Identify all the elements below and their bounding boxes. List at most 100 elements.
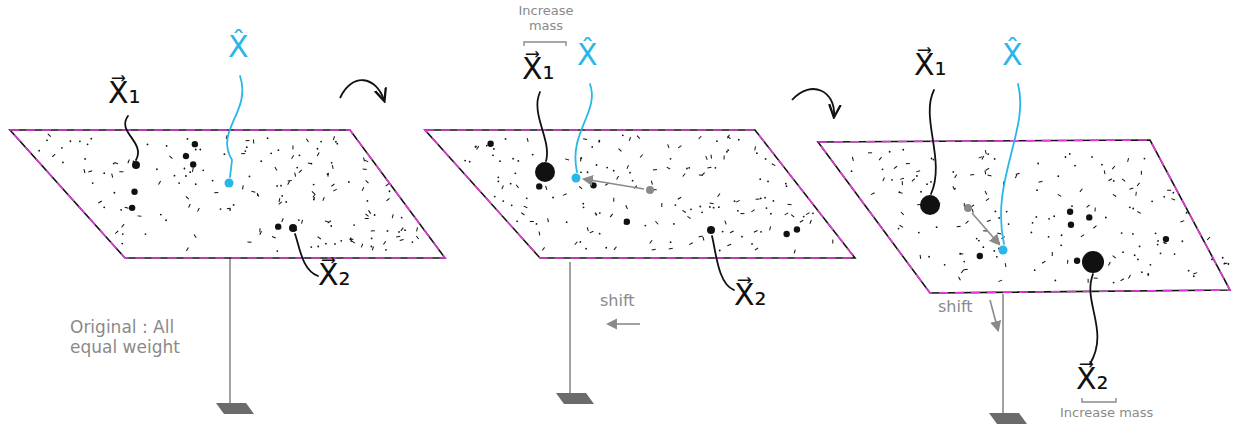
speck: [882, 168, 884, 170]
speck: [178, 182, 180, 184]
speck: [227, 208, 231, 210]
speck: [192, 141, 198, 147]
speck: [622, 134, 624, 136]
speck: [993, 250, 995, 252]
speck: [979, 157, 983, 158]
speck: [1032, 222, 1034, 224]
drawing-part: [818, 140, 1230, 293]
speck: [582, 203, 584, 205]
speck: [902, 181, 903, 185]
drawing-part: [608, 323, 640, 325]
speck: [299, 154, 301, 156]
speck: [325, 221, 329, 222]
speck: [987, 220, 991, 221]
speck: [38, 150, 40, 152]
speck: [392, 214, 394, 218]
speck: [644, 225, 646, 227]
speck: [1042, 261, 1045, 263]
speck: [617, 176, 619, 179]
speck: [389, 190, 391, 192]
speck: [714, 167, 716, 169]
speck: [469, 161, 471, 163]
speck: [851, 170, 853, 172]
speck: [683, 174, 686, 177]
speck: [160, 214, 162, 216]
speck: [475, 146, 477, 148]
speck: [889, 151, 891, 153]
speck: [760, 198, 762, 200]
speck: [1228, 263, 1230, 265]
speck: [1163, 196, 1165, 198]
speck: [229, 209, 231, 211]
speck: [83, 169, 85, 173]
speck: [368, 210, 370, 213]
speck: [701, 211, 703, 213]
speck: [590, 231, 594, 233]
speck: [667, 167, 670, 169]
speck: [497, 180, 499, 182]
speck: [1048, 218, 1050, 220]
speck: [1105, 217, 1107, 219]
speck: [493, 148, 495, 150]
drawing-part: [990, 300, 998, 330]
speck: [214, 192, 218, 193]
speck: [655, 221, 658, 224]
note-text: Increase mass: [1060, 406, 1153, 421]
speck: [247, 241, 251, 242]
speck: [313, 184, 315, 186]
speck: [955, 174, 957, 177]
speck: [985, 150, 986, 154]
speck: [978, 240, 980, 242]
mean-label: X̂: [228, 30, 249, 65]
speck: [1121, 232, 1123, 234]
speck: [98, 201, 101, 203]
speck: [651, 181, 652, 185]
speck: [88, 171, 92, 172]
speck: [260, 160, 262, 162]
speck: [512, 158, 514, 160]
drawing-part: [216, 403, 254, 414]
speck: [257, 193, 259, 197]
speck: [137, 215, 141, 216]
speck: [724, 155, 725, 159]
speck: [1122, 251, 1124, 253]
speck: [1101, 164, 1103, 166]
speck: [241, 153, 245, 154]
speck: [806, 213, 809, 215]
speck: [1071, 205, 1073, 207]
speck: [1087, 205, 1090, 208]
speck: [325, 243, 327, 245]
speck: [682, 210, 685, 212]
drawing-part: [289, 224, 297, 232]
speck: [79, 140, 81, 142]
speck: [580, 157, 581, 161]
speck: [629, 172, 631, 174]
speck: [301, 220, 303, 224]
speck: [579, 241, 581, 243]
speck: [320, 141, 322, 143]
speck: [527, 138, 529, 142]
speck: [242, 185, 244, 189]
speck: [902, 149, 904, 151]
speck: [494, 196, 496, 198]
speck: [363, 169, 367, 170]
speck: [906, 163, 910, 164]
speck: [900, 178, 904, 179]
speck: [292, 155, 294, 158]
drawing-part: [535, 162, 555, 182]
speck: [673, 223, 675, 225]
drawing-part: [225, 179, 234, 188]
speck: [46, 139, 48, 141]
speck: [740, 213, 744, 214]
stand-base: [216, 393, 1027, 424]
speck: [156, 168, 158, 170]
speck: [1157, 240, 1159, 242]
speck: [331, 184, 334, 186]
speck: [1006, 211, 1008, 213]
speck: [159, 181, 161, 184]
speck: [1086, 214, 1092, 220]
speck: [366, 200, 368, 202]
speck: [988, 175, 992, 177]
